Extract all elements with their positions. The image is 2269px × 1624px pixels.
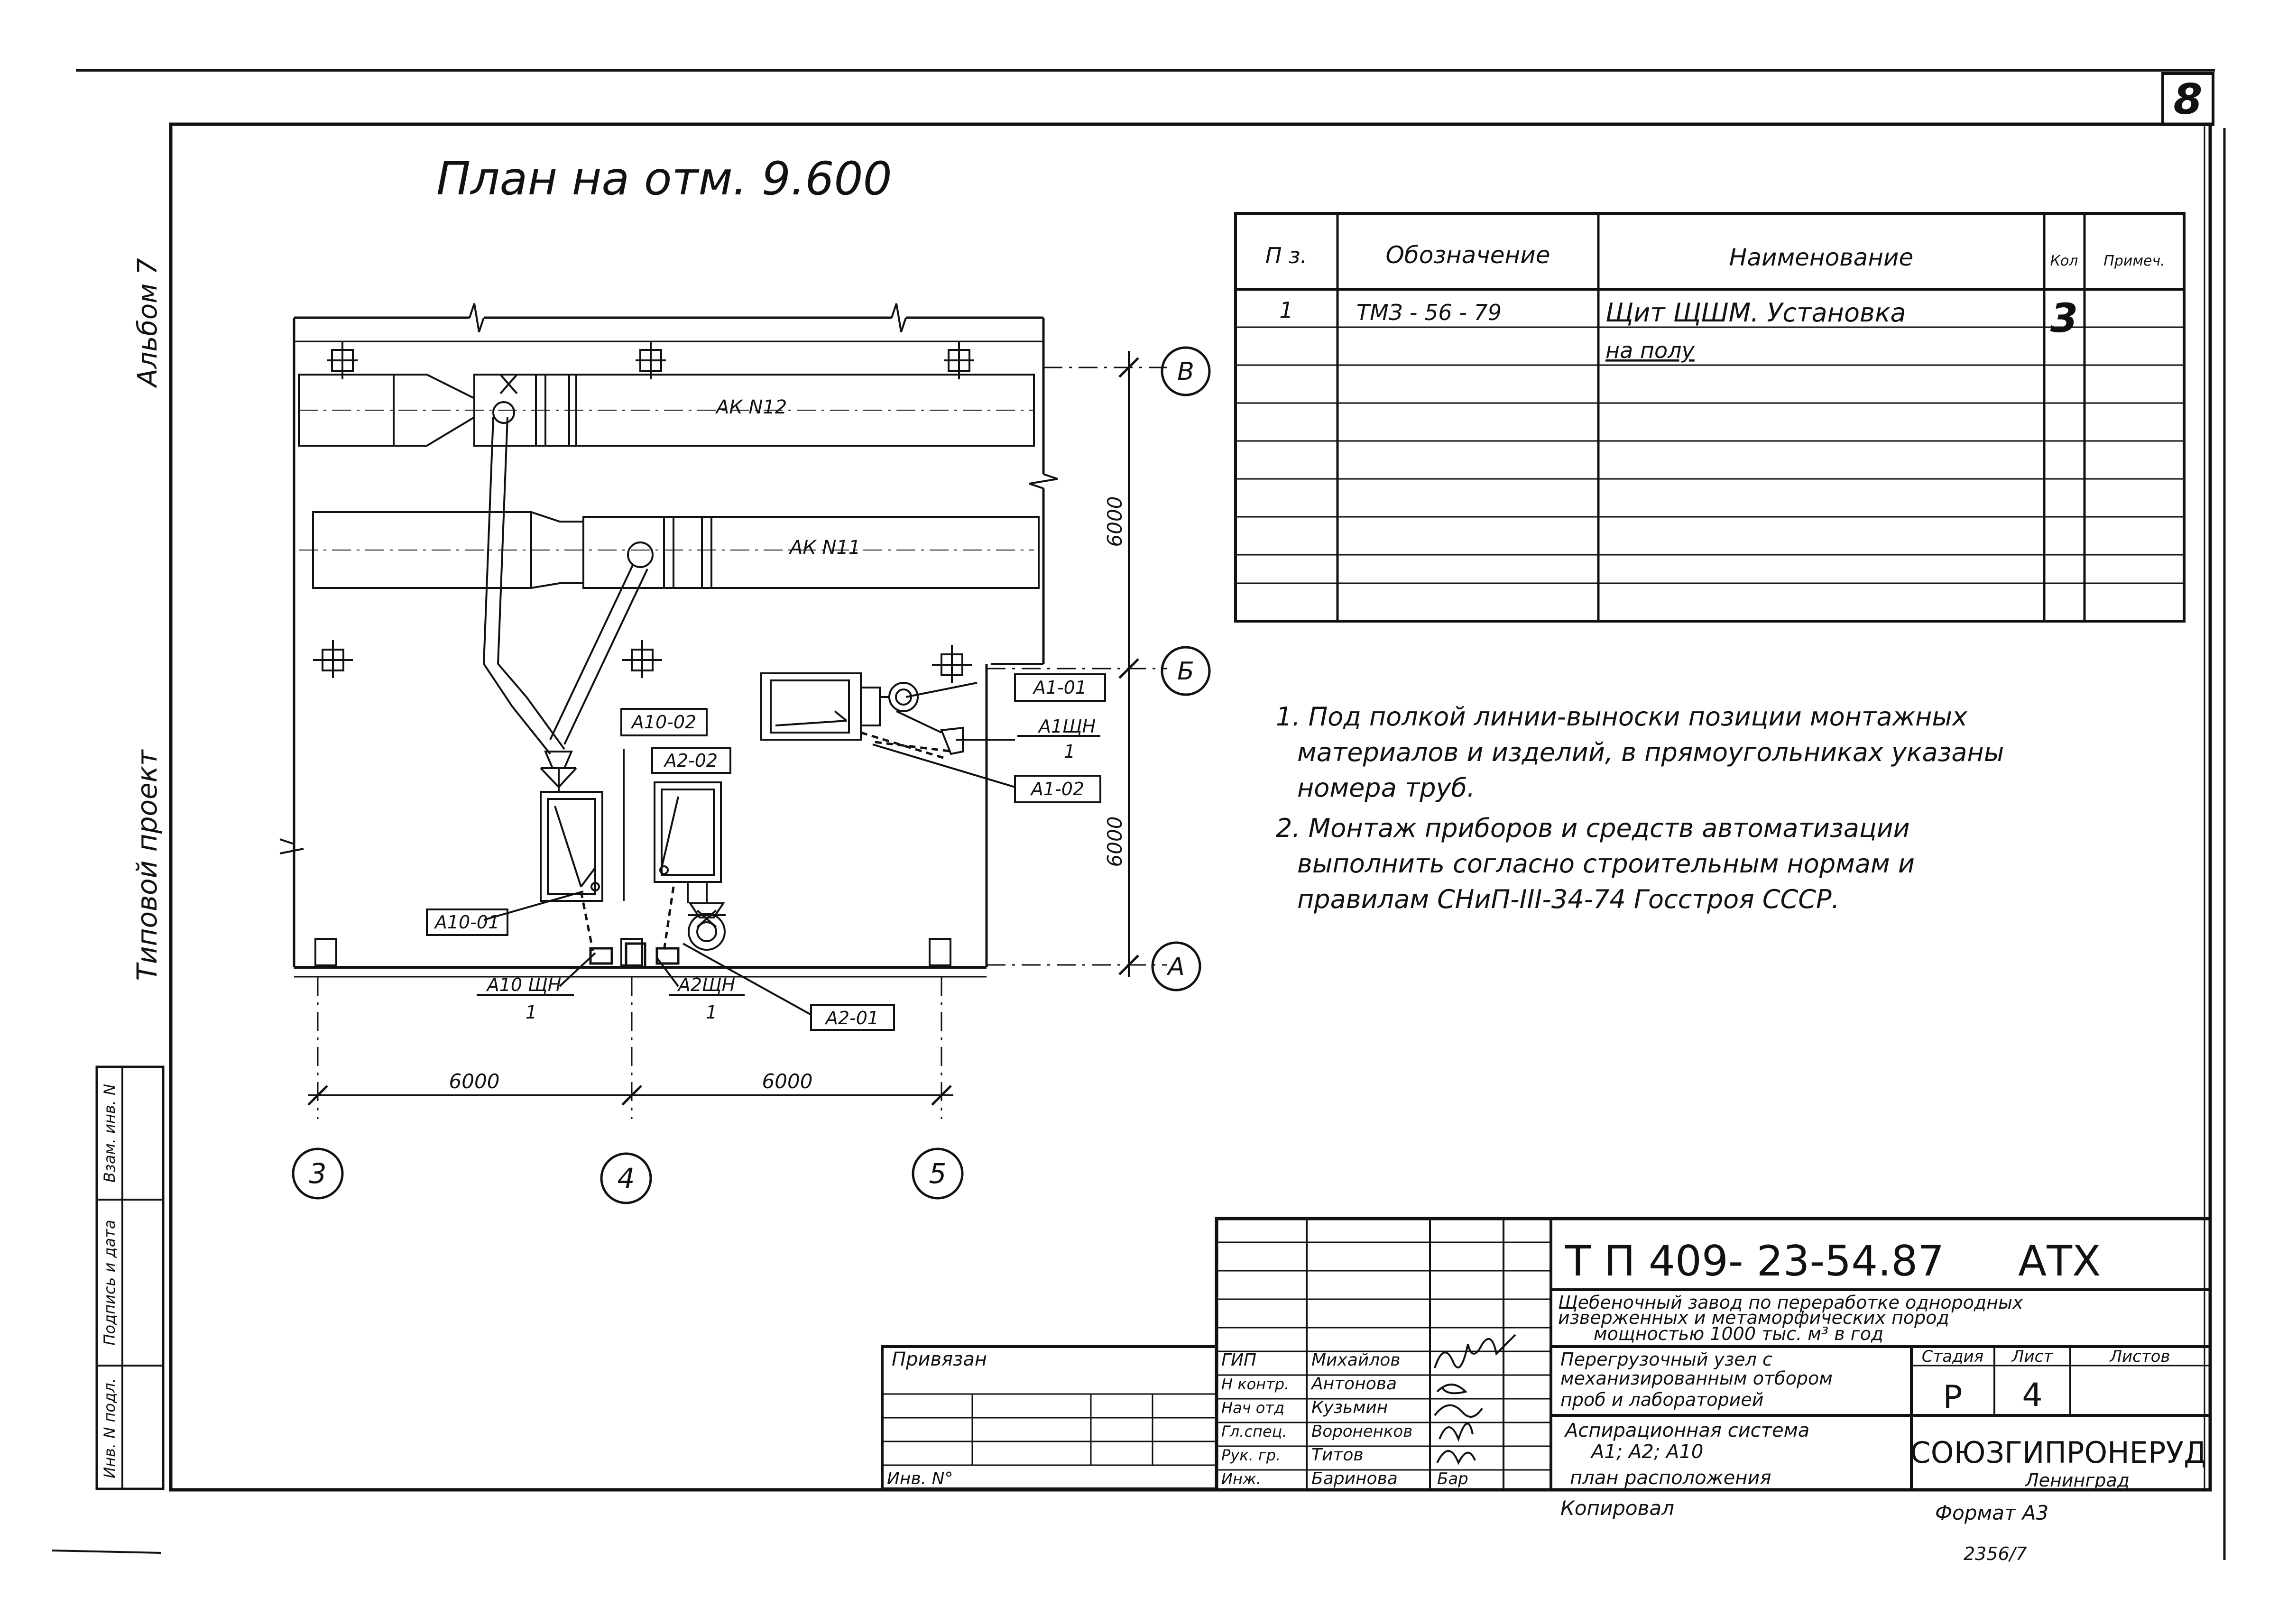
- project-line-2: изверженных и метаморфических пород: [1558, 1307, 1949, 1328]
- note-line-1: 1. Под полкой линии-выноски позиции монт…: [1276, 702, 1968, 732]
- axis-bubble-3: [292, 1147, 344, 1200]
- tag-a10-01: А10-01: [434, 912, 499, 933]
- role-ruk-gr: Рук. гр.: [1221, 1446, 1281, 1464]
- role-gl-spec: Гл.спец.: [1221, 1422, 1287, 1440]
- spec-row1-qty: 3: [2050, 295, 2078, 341]
- project-line-3: мощностью 1000 тыс. м³ в год: [1594, 1323, 1883, 1344]
- object-line-2: механизированным отбором: [1560, 1368, 1833, 1389]
- sheet-title-line-1: Аспирационная система: [1564, 1420, 1809, 1441]
- axis-bubble-v: [1161, 346, 1211, 396]
- note-line-6: правилам СНиП-III-34-74 Госстроя СССР.: [1297, 884, 1840, 914]
- sig-last: Бар: [1437, 1469, 1468, 1488]
- role-gip: ГИП: [1221, 1350, 1256, 1370]
- name-gl-spec: Вороненков: [1311, 1422, 1412, 1441]
- album-label: Альбом 7: [132, 258, 163, 388]
- org-city: Ленинград: [2024, 1470, 2130, 1491]
- spec-header-code: Обозначение: [1386, 241, 1550, 269]
- sheet-title-line-3: план расположения: [1570, 1467, 1771, 1489]
- tag-a2-02: А2-02: [663, 750, 718, 771]
- dim-vertical-bottom: 6000: [1103, 817, 1126, 867]
- stadiya-header: Стадия: [1922, 1347, 1983, 1366]
- name-ruk-gr: Титов: [1311, 1445, 1364, 1465]
- role-n-kontr: Н контр.: [1221, 1375, 1289, 1393]
- signatures: [1434, 1334, 1516, 1465]
- tag-a2shn-count: 1: [706, 1002, 717, 1023]
- name-n-kontr: Антонова: [1310, 1374, 1397, 1394]
- role-nach-otd: Нач отд: [1221, 1399, 1284, 1417]
- note-line-3: номера труб.: [1297, 773, 1475, 803]
- sheet-title-line-2: А1; А2; А10: [1590, 1441, 1703, 1463]
- tag-a1-02: А1-02: [1030, 779, 1084, 799]
- spec-row1-pos: 1: [1279, 297, 1293, 323]
- dim-horizontal-right: 6000: [762, 1070, 813, 1093]
- tag-a1-01: А1-01: [1032, 677, 1087, 698]
- axis-label-5: 5: [929, 1157, 947, 1190]
- name-inzh: Баринова: [1311, 1469, 1398, 1488]
- name-gip: Михайлов: [1311, 1350, 1400, 1370]
- object-line-1: Перегрузочный узел с: [1560, 1349, 1772, 1370]
- axis-label-4: 4: [618, 1162, 635, 1194]
- duct-label-ak12: АК N12: [715, 396, 787, 418]
- listov-header: Листов: [2109, 1347, 2170, 1366]
- tag-a10-02: А10-02: [630, 712, 696, 733]
- typical-project-label: Типовой проект: [131, 749, 163, 981]
- spec-row2-name: на полу: [1605, 338, 1695, 363]
- note-line-4: 2. Монтаж приборов и средств автоматизац…: [1276, 813, 1910, 843]
- axis-label-a: А: [1166, 953, 1185, 981]
- spec-header-qty: Кол: [2050, 253, 2078, 269]
- tag-a10shn: А10 ЩН: [486, 974, 562, 995]
- tag-a1shn-count: 1: [1064, 741, 1075, 762]
- duct-label-ak11: АК N11: [788, 537, 860, 559]
- format-label: Формат А3: [1935, 1501, 2048, 1524]
- left-stamp-block: Инв. N подл. Подпись и дата Взам. инв. N: [95, 1065, 165, 1490]
- tag-a2-01: А2-01: [824, 1008, 879, 1028]
- spec-row1-code: ТМЗ - 56 - 79: [1356, 300, 1502, 325]
- axis-bubble-a: [1151, 941, 1201, 991]
- spec-header-note: Примеч.: [2103, 253, 2165, 269]
- spec-header-pos: П з.: [1265, 243, 1307, 268]
- kopiroval-label: Копировал: [1560, 1496, 1674, 1520]
- spec-header-name: Наименование: [1729, 244, 1914, 271]
- stadiya-value: Р: [1943, 1379, 1962, 1416]
- tag-a10shn-count: 1: [526, 1002, 537, 1023]
- inv-no-label: Инв. N°: [887, 1469, 953, 1488]
- list-header: Лист: [2011, 1347, 2053, 1366]
- role-inzh: Инж.: [1221, 1470, 1261, 1488]
- bottom-trim-mark: [52, 1550, 162, 1554]
- doc-code: Т П 409- 23-54.87: [1565, 1237, 1944, 1285]
- inv-podl-label: Инв. N подл.: [101, 1378, 119, 1478]
- spec-row1-name: Щит ЩШМ. Установка: [1605, 298, 1906, 328]
- tag-a1shn: А1ЩН: [1037, 716, 1096, 737]
- object-line-3: проб и лабораторией: [1560, 1389, 1763, 1410]
- tag-a2shn: А2ЩН: [677, 974, 735, 995]
- dim-horizontal-left: 6000: [449, 1070, 500, 1093]
- org-name: СОЮЗГИПРОНЕРУД: [1910, 1435, 2206, 1470]
- sheet-number: 8: [2173, 75, 2202, 124]
- doc-suffix: АТХ: [2018, 1237, 2101, 1285]
- axis-label-v: В: [1177, 358, 1194, 386]
- note-line-5: выполнить согласно строительным нормам и: [1297, 849, 1915, 879]
- footer-code: 2356/7: [1964, 1543, 2027, 1564]
- signature-date-label: Подпись и дата: [101, 1220, 119, 1345]
- list-value: 4: [2022, 1376, 2042, 1414]
- plan-drawing: [279, 303, 1211, 1204]
- spec-table: [1234, 212, 2186, 623]
- axis-bubble-4: [600, 1152, 652, 1204]
- privyazan-label: Привязан: [892, 1349, 987, 1370]
- note-line-2: материалов и изделий, в прямоугольниках …: [1297, 737, 2004, 767]
- axis-label-3: 3: [309, 1157, 327, 1190]
- axis-bubble-5: [912, 1147, 964, 1200]
- axis-label-b: Б: [1177, 657, 1194, 686]
- project-line-1: Щебеночный завод по переработке однородн…: [1558, 1292, 2023, 1313]
- axis-bubble-b: [1161, 646, 1211, 696]
- vzam-inv-label: Взам. инв. N: [101, 1084, 119, 1183]
- plan-title: План на отм. 9.600: [436, 152, 892, 205]
- dim-vertical-top: 6000: [1103, 496, 1126, 547]
- title-block: [881, 1217, 2212, 1492]
- name-nach-otd: Кузьмин: [1311, 1398, 1388, 1417]
